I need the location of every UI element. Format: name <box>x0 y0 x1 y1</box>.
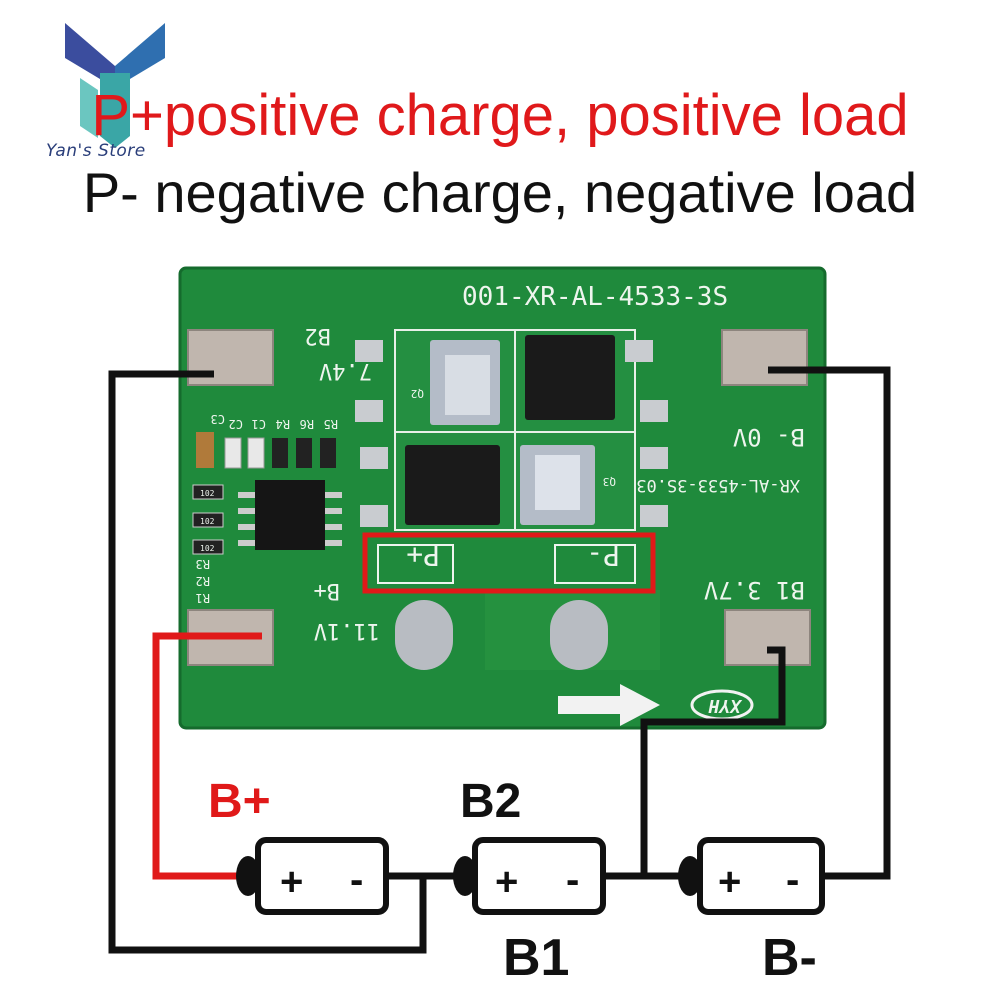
pcb-comp-label: R3 <box>196 557 210 571</box>
ic-pin <box>238 524 255 530</box>
ic-pin <box>238 508 255 514</box>
pcb-comp-label: R1 <box>196 591 210 605</box>
store-logo <box>65 23 165 148</box>
pcb-bplus-label: B+ <box>314 578 341 603</box>
ic-pin <box>238 540 255 546</box>
pad-b-minus <box>721 329 808 386</box>
p-terminal-highlight <box>362 532 656 594</box>
pad-b1 <box>724 609 811 666</box>
pcb-comp-label: C3 <box>211 412 225 426</box>
battery-minus: - <box>350 858 363 902</box>
label-b-minus: B- <box>762 929 817 987</box>
label-b-plus: B+ <box>208 775 271 828</box>
brand-name: Yan's Store <box>46 141 146 161</box>
p-plus-frame <box>377 544 454 584</box>
pcb-bminus-label: B- 0V <box>733 423 805 451</box>
capacitor-c1 <box>247 437 265 469</box>
wire-b-minus <box>768 366 891 880</box>
resistor-code: 102 <box>200 544 215 553</box>
battery-body <box>472 837 606 915</box>
pcb-model-label: 001-XR-AL-4533-3S <box>462 282 728 312</box>
solder-pad <box>355 340 383 362</box>
capacitor-c3 <box>196 432 214 468</box>
pcb-comp-label: Q2 <box>411 387 424 400</box>
pcb-bplus-voltage: 11.1V <box>314 618 380 643</box>
pcb-comp-label: R2 <box>196 574 210 588</box>
label-b2: B2 <box>460 775 521 828</box>
protection-ic <box>255 480 325 550</box>
logo-side <box>80 78 98 138</box>
solder-pad <box>360 505 388 527</box>
resistor-1 <box>192 484 224 500</box>
capacitor-c2 <box>224 437 242 469</box>
pcb-comp-label: R4 <box>276 417 290 431</box>
resistor-2 <box>192 512 224 528</box>
logo-left-wing <box>65 23 115 88</box>
battery-body <box>255 837 389 915</box>
wire-b-plus <box>152 632 262 880</box>
solder-pad <box>360 447 388 469</box>
battery-plus: + <box>280 860 303 904</box>
resistor-code: 102 <box>200 489 215 498</box>
p-minus-frame <box>554 544 636 584</box>
battery-plus: + <box>718 860 741 904</box>
positive-legend: P+positive charge, positive load <box>91 83 909 148</box>
battery-body <box>697 837 825 915</box>
pcb-b2-label: B2 <box>305 323 332 348</box>
pcb-comp-label: Q3 <box>603 475 616 488</box>
negative-legend: P- negative charge, negative load <box>82 161 918 224</box>
via-pad-left <box>395 600 453 670</box>
arrow-icon <box>558 684 660 726</box>
ic-pin <box>238 492 255 498</box>
battery-terminal <box>678 856 702 896</box>
battery-cell-3: + - <box>678 837 825 915</box>
label-b1: B1 <box>503 929 569 987</box>
ic-pin <box>325 492 342 498</box>
pcb-comp-label: R5 <box>324 417 338 431</box>
pcb-comp-label: C1 <box>252 417 266 431</box>
battery-minus: - <box>786 858 799 902</box>
logo-right-wing <box>115 23 165 88</box>
ic-pin <box>325 524 342 530</box>
resistor-r4 <box>272 438 288 468</box>
resistor-r6 <box>296 438 312 468</box>
pcb-comp-label: R6 <box>300 417 314 431</box>
battery-minus: - <box>566 858 579 902</box>
logo-stem <box>100 73 130 148</box>
mosfet-q4 <box>405 445 500 525</box>
p-plus-label: P+ <box>406 539 440 572</box>
solder-pad <box>625 340 653 362</box>
battery-terminal <box>453 856 477 896</box>
mosfet-q3-pad <box>535 455 580 510</box>
solder-pad <box>640 400 668 422</box>
battery-cell-2: + - <box>453 837 606 915</box>
mosfet-q1 <box>525 335 615 420</box>
pcb-b2-voltage: 7.4V <box>319 358 372 383</box>
solder-pad <box>355 400 383 422</box>
battery-plus: + <box>495 860 518 904</box>
maker-logo: XYH <box>708 695 743 716</box>
ic-pin <box>325 540 342 546</box>
resistor-3 <box>192 539 224 555</box>
pcb-edge <box>178 266 827 730</box>
via-pad-right <box>550 600 608 670</box>
solder-pad <box>640 505 668 527</box>
battery-terminal <box>236 856 260 896</box>
ic-pin <box>325 508 342 514</box>
pcb-comp-label: C2 <box>229 417 243 431</box>
p-minus-label: P- <box>586 539 620 572</box>
resistor-r5 <box>320 438 336 468</box>
mosfet-q2-pad <box>445 355 490 415</box>
resistor-code: 102 <box>200 517 215 526</box>
solder-pad <box>640 447 668 469</box>
battery-cell-1: + - <box>236 837 389 915</box>
pcb-model-small: XR-AL-4533-3S.03 <box>636 475 800 495</box>
pcb-b1-label: B1 3.7V <box>704 576 805 604</box>
